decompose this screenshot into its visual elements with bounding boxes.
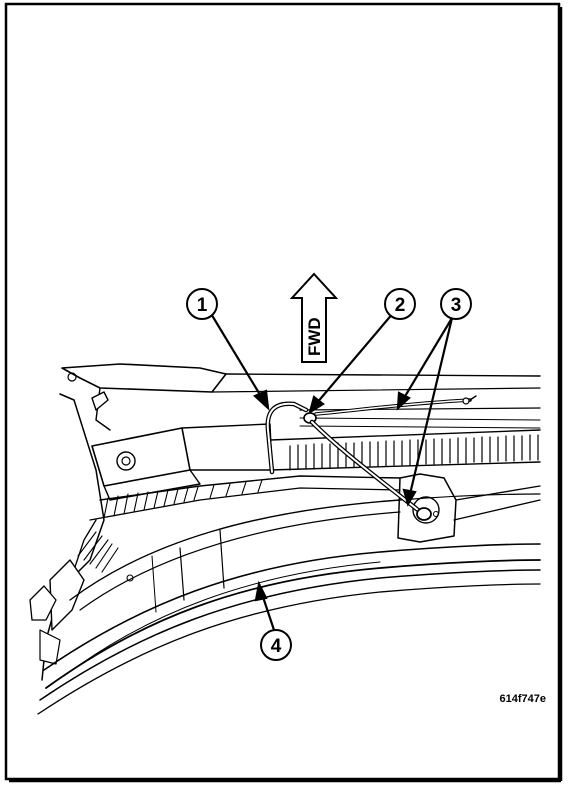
callout-3: 3 [440,288,472,320]
figure-reference-code: 614f747e [500,693,547,705]
callout-3-number: 3 [451,295,462,316]
callout-1-number: 1 [197,295,208,316]
forward-label: FWD [305,317,324,356]
callout-4: 4 [260,629,292,661]
outer-border [4,2,561,781]
callout-leaders [209,311,454,631]
callout-2-number: 2 [395,295,406,316]
callout-4-number: 4 [271,636,282,657]
forward-direction-arrow: FWD [289,272,339,363]
callout-1: 1 [186,288,218,320]
cowl-drawing [29,363,541,715]
callout-2: 2 [384,288,416,320]
